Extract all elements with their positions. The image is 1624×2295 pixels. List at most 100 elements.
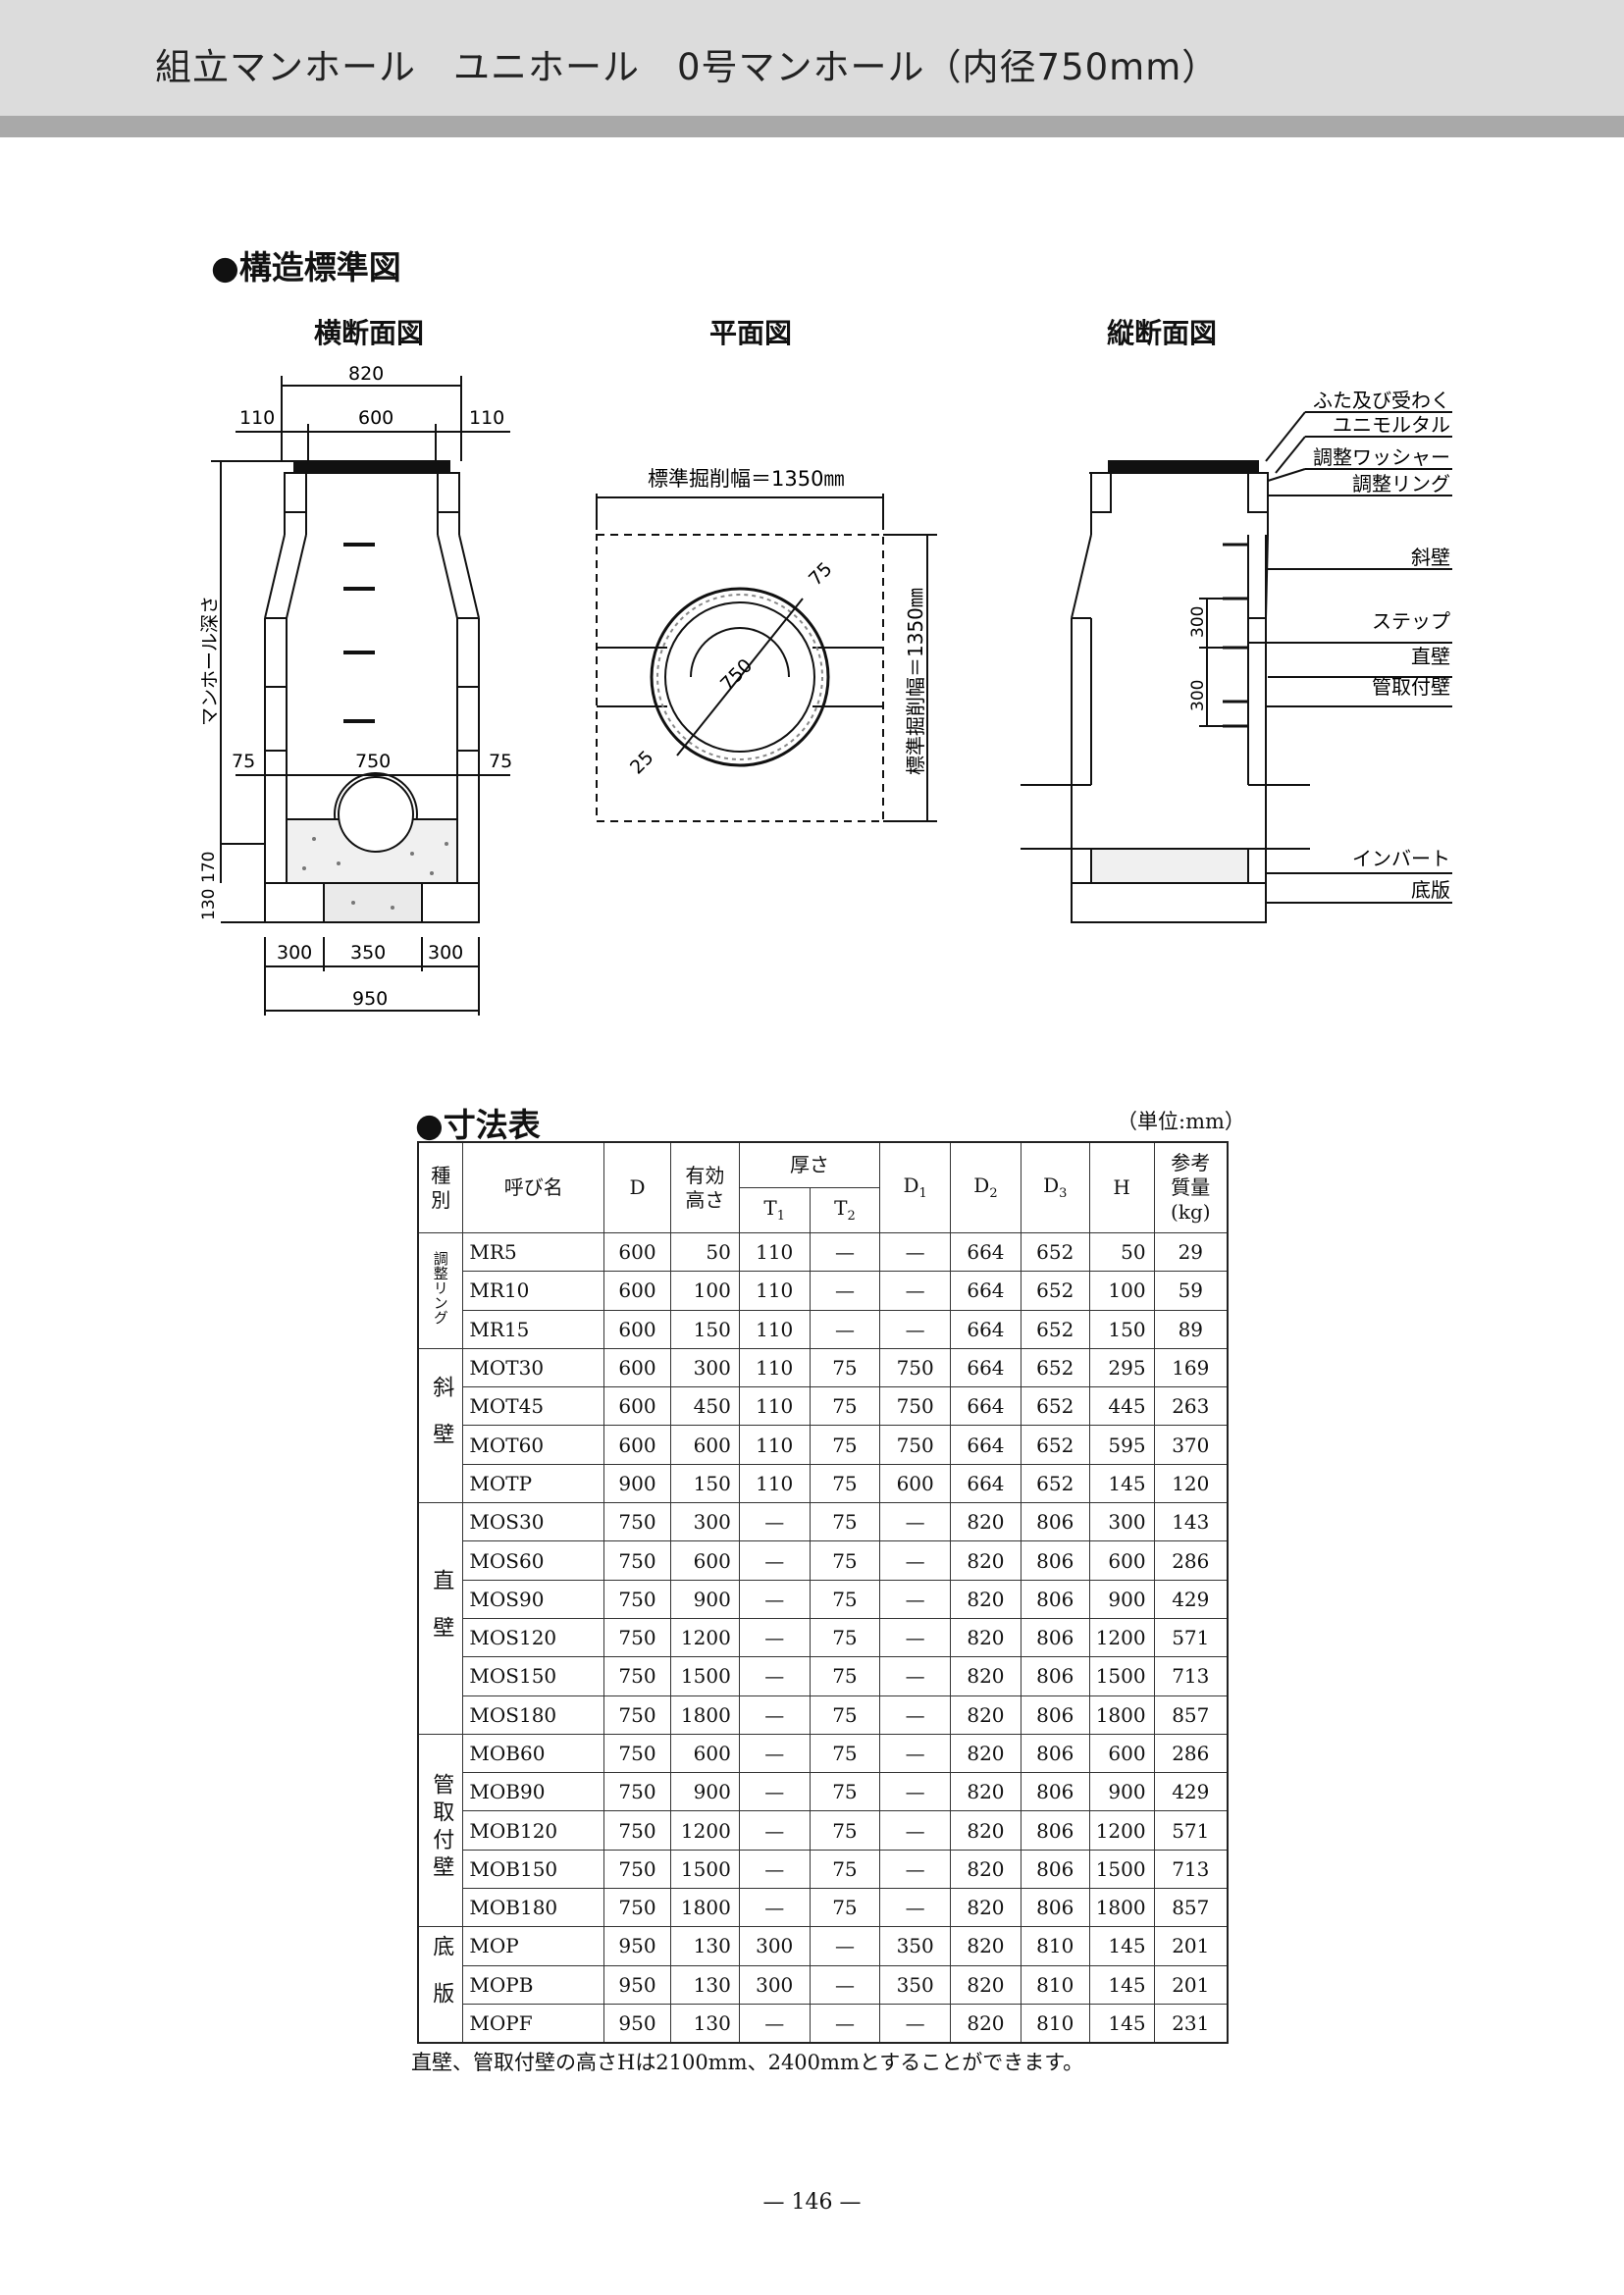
- cell-value: 1200: [1088, 1617, 1155, 1658]
- cell-value: 820: [950, 1540, 1022, 1581]
- cell-value: —: [879, 1656, 952, 1696]
- cell-name: MOPB: [462, 1964, 605, 2005]
- cell-value: 900: [1088, 1579, 1155, 1619]
- cell-value: 750: [603, 1617, 671, 1658]
- cell-value: 806: [1020, 1733, 1090, 1774]
- cell-value: 145: [1088, 1926, 1155, 1966]
- plan-dim-75: 75: [805, 558, 837, 591]
- view-label-cross-section: 横断面図: [314, 317, 425, 349]
- cell-value: 810: [1020, 1964, 1090, 2005]
- cell-name: MOP: [462, 1926, 605, 1966]
- cell-value: 820: [950, 1772, 1022, 1812]
- cell-name: MOS120: [462, 1617, 605, 1658]
- cell-value: 652: [1020, 1425, 1090, 1465]
- cell-value: 820: [950, 1849, 1022, 1890]
- cell-value: 950: [603, 1964, 671, 2005]
- cell-value: 300: [738, 1926, 811, 1966]
- cell-value: —: [879, 1579, 952, 1619]
- cell-value: 806: [1020, 1502, 1090, 1542]
- cell-value: 664: [950, 1347, 1022, 1388]
- cell-value: 286: [1153, 1540, 1229, 1581]
- cell-value: 350: [879, 1964, 952, 2005]
- cell-value: —: [809, 1926, 881, 1966]
- cell-value: 652: [1020, 1309, 1090, 1349]
- group-label-cell: 調整リング: [417, 1232, 464, 1349]
- cell-value: 820: [950, 1579, 1022, 1619]
- cell-value: 664: [950, 1463, 1022, 1504]
- callout-lid-frame: ふた及び受わく: [1313, 389, 1450, 412]
- cell-value: 75: [809, 1463, 881, 1504]
- cell-value: 350: [879, 1926, 952, 1966]
- cell-value: —: [809, 2003, 881, 2044]
- cell-value: 130: [669, 2003, 740, 2044]
- cell-value: 600: [603, 1386, 671, 1427]
- group-label: 調整リング: [431, 1251, 449, 1326]
- cell-value: 1800: [1088, 1888, 1155, 1928]
- cell-name: MOS180: [462, 1695, 605, 1735]
- cell-value: 100: [669, 1271, 740, 1311]
- cs-dim-750: 750: [355, 751, 391, 772]
- cell-value: 806: [1020, 1888, 1090, 1928]
- long-dim-300-lower: 300: [1188, 680, 1208, 711]
- cell-value: 75: [809, 1579, 881, 1619]
- cell-value: 300: [669, 1347, 740, 1388]
- callout-conical-wall: 斜壁: [1411, 546, 1450, 569]
- cell-value: —: [738, 1656, 811, 1696]
- cell-value: —: [738, 1772, 811, 1812]
- cell-value: 75: [809, 1810, 881, 1851]
- cell-value: 820: [950, 1810, 1022, 1851]
- cell-name: MOB90: [462, 1772, 605, 1812]
- plan-dim-750: 750: [716, 654, 757, 695]
- cell-value: —: [879, 1695, 952, 1735]
- cell-value: 900: [1088, 1772, 1155, 1812]
- view-label-plan: 平面図: [709, 317, 793, 349]
- cell-value: 750: [603, 1849, 671, 1890]
- cell-value: 75: [809, 1888, 881, 1928]
- cell-value: —: [879, 1502, 952, 1542]
- cell-value: 110: [738, 1386, 811, 1427]
- header-d: D: [603, 1141, 671, 1233]
- cell-value: 820: [950, 1926, 1022, 1966]
- cell-value: —: [809, 1964, 881, 2005]
- cell-value: —: [879, 1231, 952, 1273]
- cell-value: —: [879, 1849, 952, 1890]
- callout-base-slab: 底版: [1411, 878, 1450, 902]
- cell-value: 130: [669, 1926, 740, 1966]
- unit-note: （単位:mm）: [1117, 1110, 1245, 1133]
- callout-pipe-wall: 管取付壁: [1372, 675, 1450, 699]
- cell-value: —: [879, 1888, 952, 1928]
- cell-value: 571: [1153, 1810, 1229, 1851]
- cell-value: —: [738, 1810, 811, 1851]
- header-t1: T1: [738, 1187, 811, 1233]
- cs-dim-110-left: 110: [239, 407, 275, 429]
- cell-value: 75: [809, 1540, 881, 1581]
- cell-value: —: [738, 1849, 811, 1890]
- cell-value: 370: [1153, 1425, 1229, 1465]
- cell-value: 100: [1088, 1271, 1155, 1311]
- plan-excavation-width: 標準掘削幅＝1350㎜: [648, 467, 844, 491]
- cell-value: 820: [950, 1888, 1022, 1928]
- cell-value: 130: [669, 1964, 740, 2005]
- cell-value: 600: [603, 1231, 671, 1273]
- cell-value: 750: [603, 1772, 671, 1812]
- cell-value: 810: [1020, 2003, 1090, 2044]
- cell-value: 857: [1153, 1888, 1229, 1928]
- cs-dim-950: 950: [352, 988, 388, 1010]
- cs-dim-300-left: 300: [277, 942, 312, 964]
- cell-value: 820: [950, 1502, 1022, 1542]
- cell-value: 120: [1153, 1463, 1229, 1504]
- cell-name: MOS60: [462, 1540, 605, 1581]
